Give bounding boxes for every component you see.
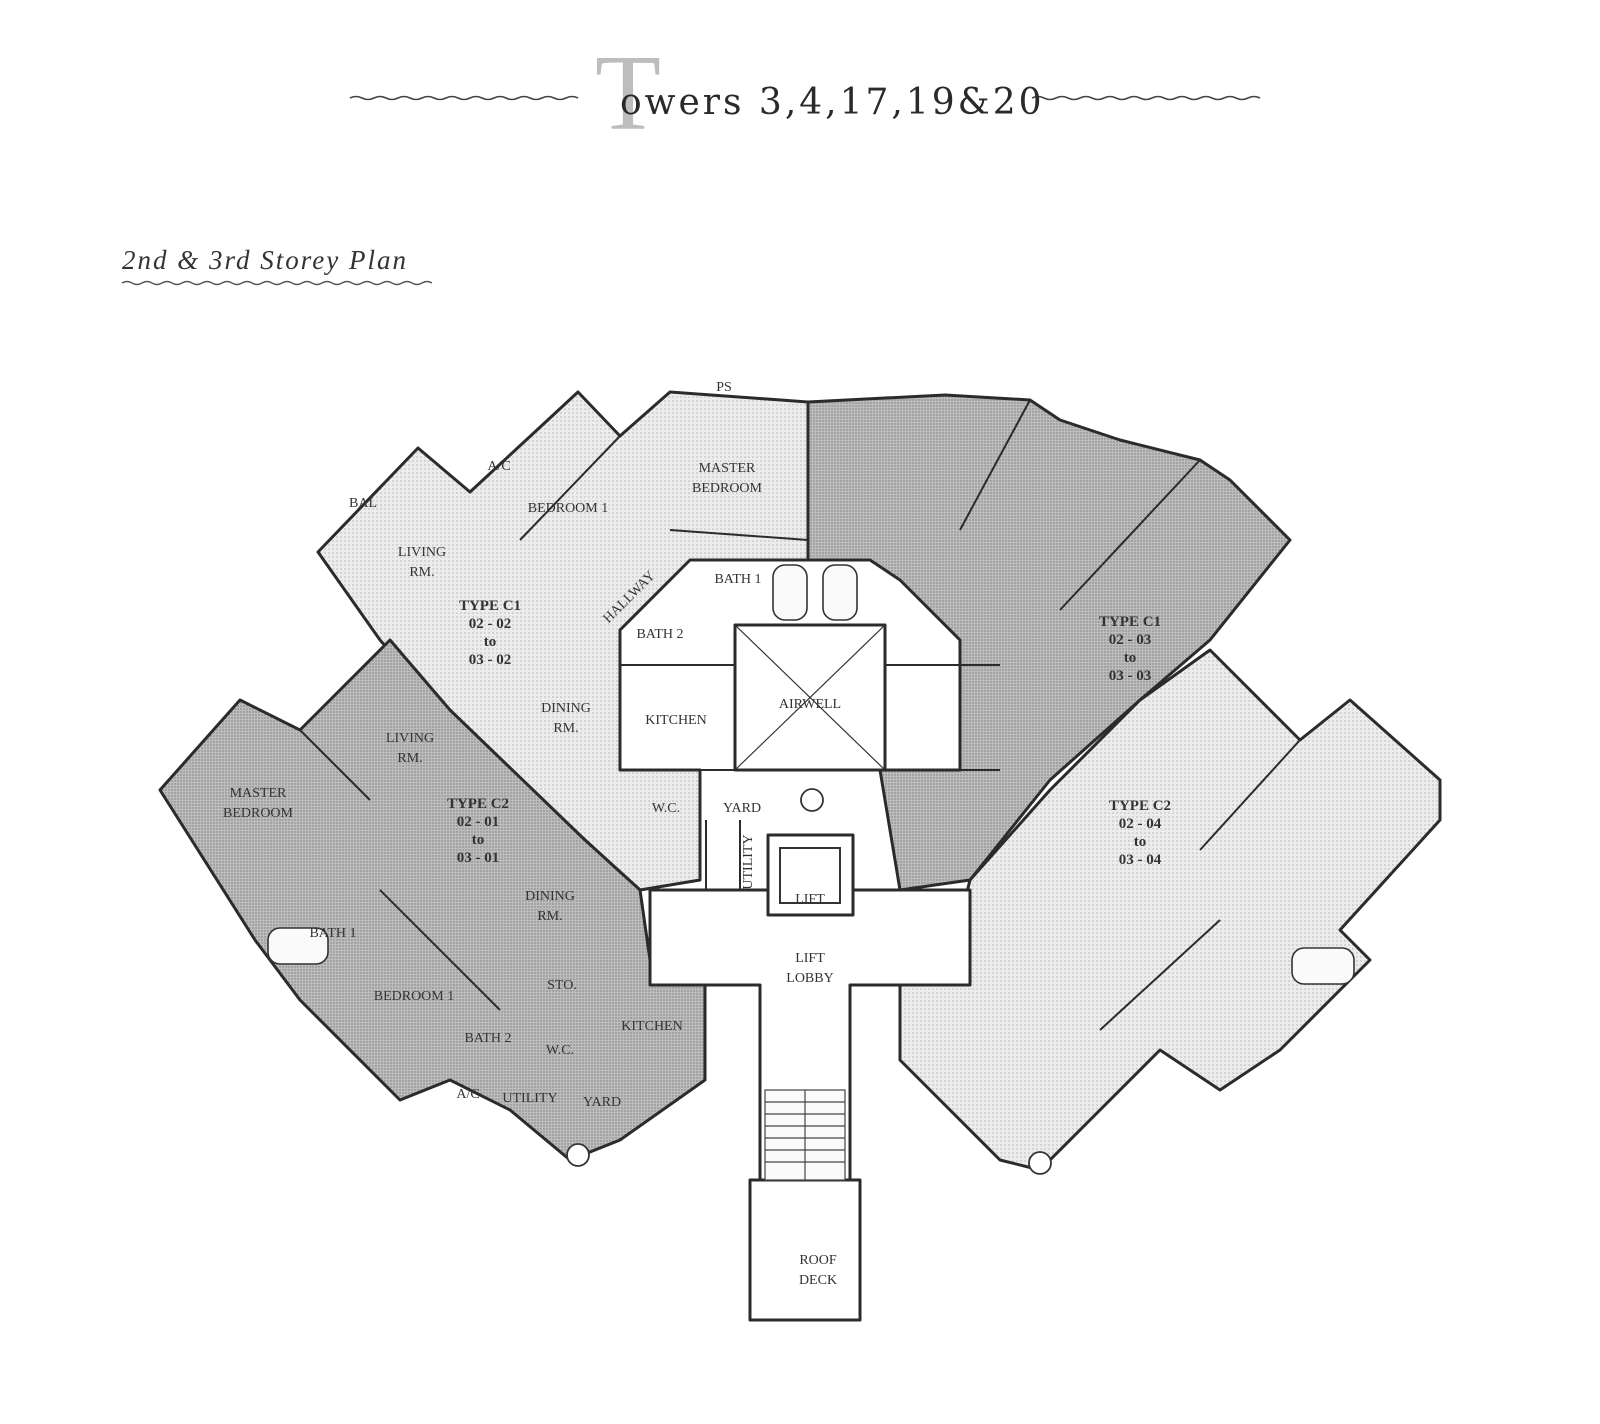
label-wc-c2: W.C. [546, 1043, 574, 1058]
unit-c2-left-from: 02 - 01 [457, 814, 500, 830]
label-master-bedroom-top-1: MASTER [699, 461, 756, 476]
label-bedroom1-top: BEDROOM 1 [528, 501, 609, 516]
unit-c1-left-from: 02 - 02 [469, 616, 512, 632]
title-initial: T [595, 34, 661, 153]
label-living-c2-2: RM. [397, 751, 422, 766]
label-utility-c2: UTILITY [502, 1091, 557, 1106]
label-wc-c1: W.C. [652, 801, 680, 816]
unit-c1-right-to-word: to [1124, 650, 1137, 666]
interior-partitions [299, 399, 1301, 1031]
bathtubs [267, 564, 1355, 985]
label-bal: BAL [349, 496, 377, 511]
unit-c1-left-to-word: to [484, 634, 497, 650]
page-title: owers 3,4,17,19&20 [620, 82, 1045, 123]
room-labels: MASTER BEDROOM BEDROOM 1 LIVING RM. A/C … [223, 380, 1171, 1288]
label-dining-c2-2: RM. [537, 909, 562, 924]
label-bedroom1-left: BEDROOM 1 [374, 989, 455, 1004]
refuse-chutes [566, 788, 1052, 1175]
label-yard-c1: YARD [723, 801, 761, 816]
title-flourish-lines [349, 95, 1261, 101]
label-yard-c2: YARD [583, 1095, 621, 1110]
label-ac-bottom: A/C [456, 1087, 479, 1102]
title-row [0, 40, 1600, 150]
label-airwell: AIRWELL [779, 697, 841, 712]
svg-text:MASTER: MASTER [699, 461, 756, 476]
label-living-c1-2: RM. [409, 565, 434, 580]
unit-c2-left-type: TYPE C2 [447, 796, 509, 812]
label-master-bedroom-top-2: BEDROOM [692, 481, 763, 496]
label-utility-c1: UTILITY [741, 834, 756, 889]
label-ac-top-visible: A/C [487, 459, 510, 474]
label-lift-lobby-1: LIFT [795, 951, 825, 966]
airwell-cross [734, 624, 886, 771]
roof-deck-area [748, 1178, 862, 1322]
label-bath1-c2: BATH 1 [309, 926, 356, 941]
label-living-c1-1: LIVING [398, 545, 446, 560]
label-roof-deck-2: DECK [799, 1273, 837, 1288]
unit-c2-right-to-word: to [1134, 834, 1147, 850]
lift-car [779, 847, 841, 904]
unit-c2-right-type: TYPE C2 [1109, 798, 1171, 814]
label-kitchen-c2: KITCHEN [621, 1019, 682, 1034]
unit-c2-left [158, 638, 707, 1162]
unit-c2-right-from: 02 - 04 [1119, 816, 1162, 832]
label-dining-c2-1: DINING [525, 889, 575, 904]
unit-c2-right-to: 03 - 04 [1119, 852, 1162, 868]
label-living-c2-1: LIVING [386, 731, 434, 746]
plan-subtitle: 2nd & 3rd Storey Plan [122, 245, 408, 275]
label-dining-c1-1: DINING [541, 701, 591, 716]
title-flourish-left [349, 95, 579, 101]
label-bath2-c2: BATH 2 [464, 1031, 511, 1046]
label-lift: LIFT [795, 892, 825, 907]
label-dining-c1-2: RM. [553, 721, 578, 736]
staircase [764, 1089, 846, 1181]
label-master-bedroom-left-1: MASTER [230, 786, 287, 801]
label-master-bedroom-left-2: BEDROOM [223, 806, 294, 821]
unit-c1-right-to: 03 - 03 [1109, 668, 1152, 684]
label-bath1-c1: BATH 1 [714, 572, 761, 587]
label-ps: PS [716, 380, 732, 395]
title-flourish-right [1031, 95, 1261, 101]
label-lift-lobby-2: LOBBY [786, 971, 833, 986]
svg-text:BEDROOM: BEDROOM [692, 481, 763, 496]
unit-c1-right [806, 393, 1292, 892]
label-bath2-c1: BATH 2 [636, 627, 683, 642]
unit-shapes [158, 390, 1442, 1322]
unit-c2-right [898, 648, 1442, 1172]
unit-c1-left-type: TYPE C1 [459, 598, 521, 614]
unit-c1-right-type: TYPE C1 [1099, 614, 1161, 630]
unit-c2-left-to: 03 - 01 [457, 850, 500, 866]
unit-c1-left-to: 03 - 02 [469, 652, 512, 668]
label-sto: STO. [547, 978, 577, 993]
label-kitchen-c1: KITCHEN [645, 713, 706, 728]
label-roof-deck-1: ROOF [799, 1253, 837, 1268]
unit-c2-left-to-word: to [472, 832, 485, 848]
unit-c1-right-from: 02 - 03 [1109, 632, 1152, 648]
